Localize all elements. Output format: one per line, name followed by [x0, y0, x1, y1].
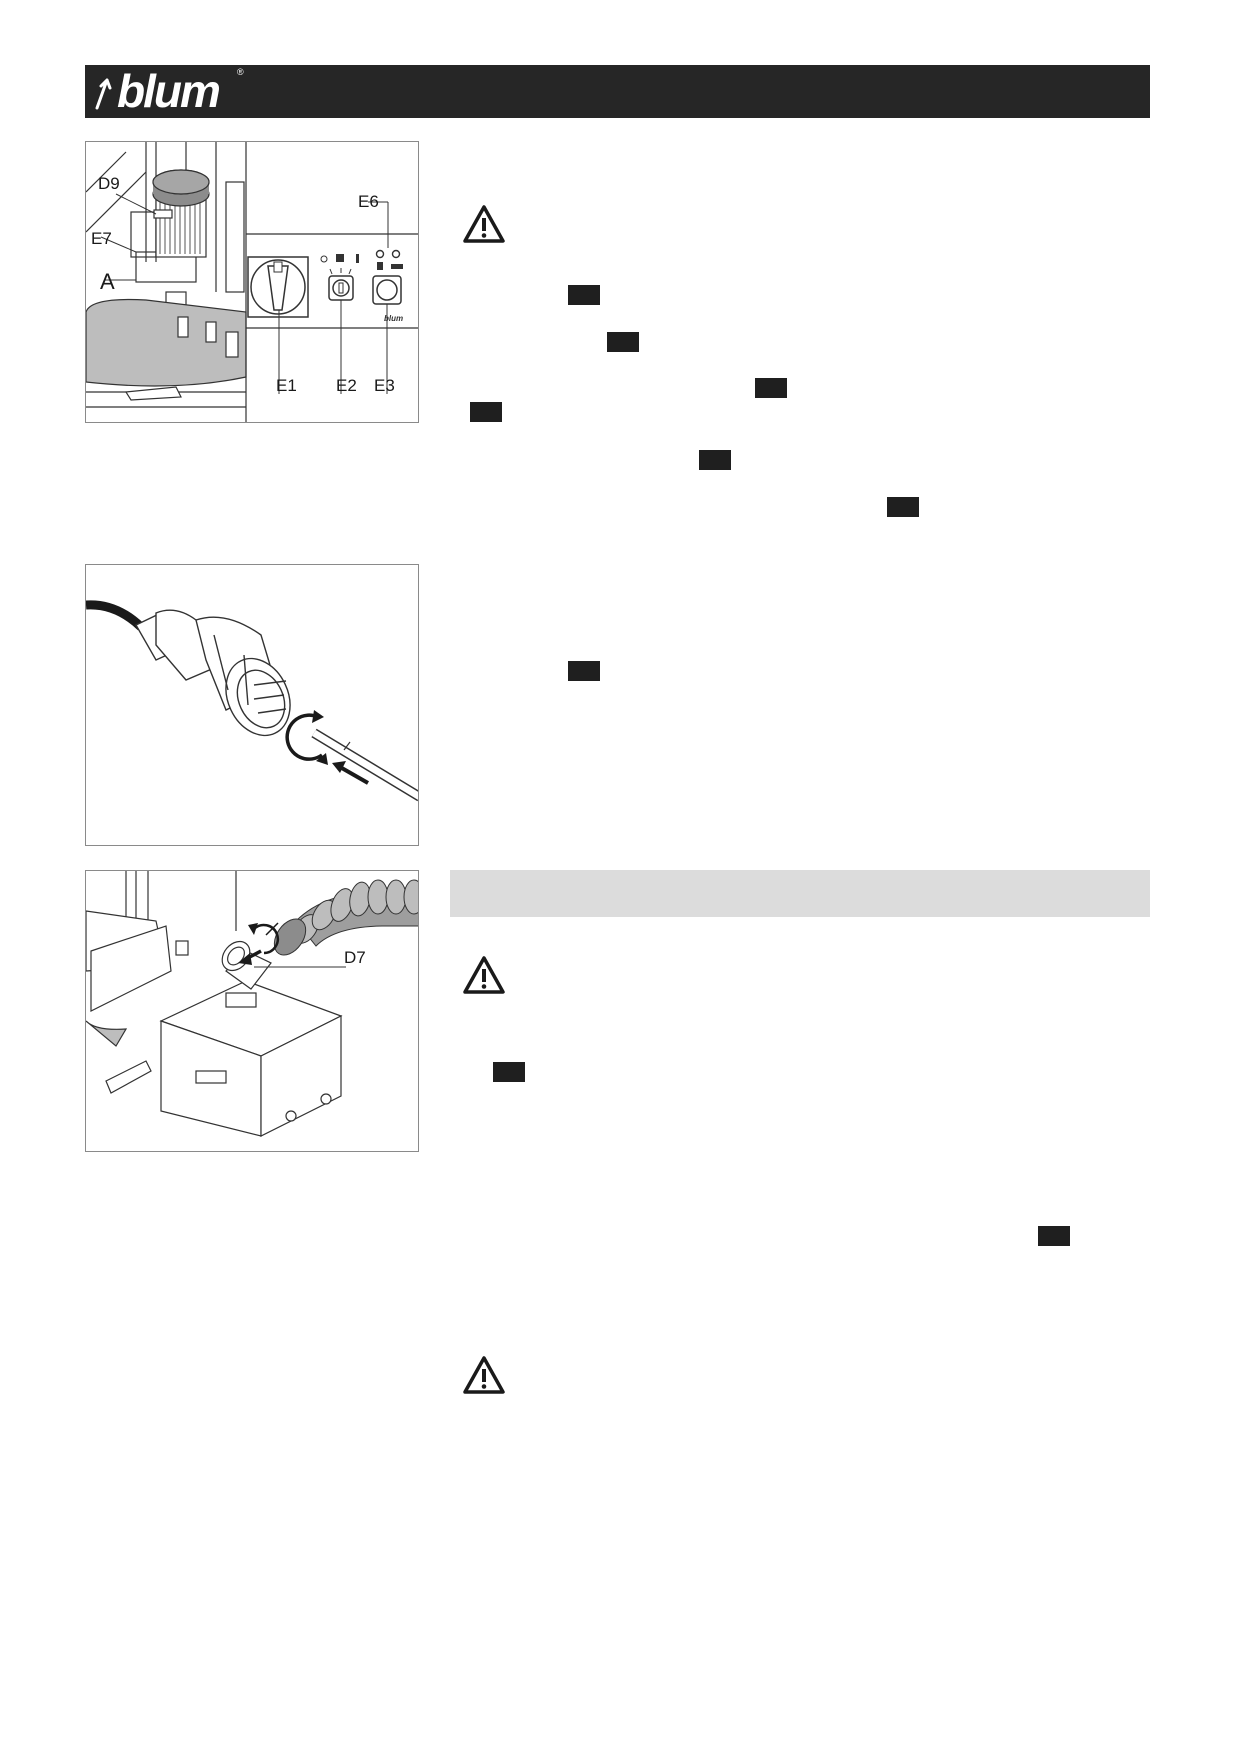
blum-logo: blum: [93, 65, 221, 117]
logo-text: blum: [117, 65, 221, 117]
logo-arrow-icon: [95, 78, 112, 109]
reference-marker: [607, 332, 639, 352]
control-panel-illustration: blum D9 E7 A E6 E1 E2 E3: [86, 142, 418, 422]
reference-marker: [470, 402, 502, 422]
label-d9: D9: [98, 174, 120, 193]
label-e3: E3: [374, 376, 395, 395]
reference-marker: [755, 378, 787, 398]
reference-marker: [493, 1062, 525, 1082]
panel-brand-label: blum: [384, 314, 403, 323]
reference-marker: [568, 285, 600, 305]
label-e1: E1: [276, 376, 297, 395]
label-e7: E7: [91, 229, 112, 248]
registered-mark: ®: [237, 67, 244, 77]
label-a: A: [100, 269, 115, 294]
label-d7: D7: [344, 948, 366, 967]
header-bar: blum ®: [85, 65, 1150, 118]
reference-marker: [699, 450, 731, 470]
warning-triangle-icon: [463, 1356, 505, 1394]
button-e3: [372, 249, 403, 305]
figure-hose: D7: [85, 870, 419, 1152]
warning-triangle-icon: [463, 956, 505, 994]
main-switch-e1: [247, 256, 309, 318]
extraction-hose-illustration: D7: [86, 871, 418, 1137]
figure-control-panel: blum D9 E7 A E6 E1 E2 E3: [85, 141, 419, 423]
warning-triangle-icon: [463, 205, 505, 243]
power-plug-screwdriver-illustration: [86, 600, 418, 802]
section-heading-band: [450, 870, 1150, 917]
figure-plug: [85, 564, 419, 846]
reference-marker: [1038, 1226, 1070, 1246]
label-e2: E2: [336, 376, 357, 395]
key-switch-e2: [320, 254, 359, 301]
reference-marker: [568, 661, 600, 681]
label-e6: E6: [358, 192, 379, 211]
reference-marker: [887, 497, 919, 517]
